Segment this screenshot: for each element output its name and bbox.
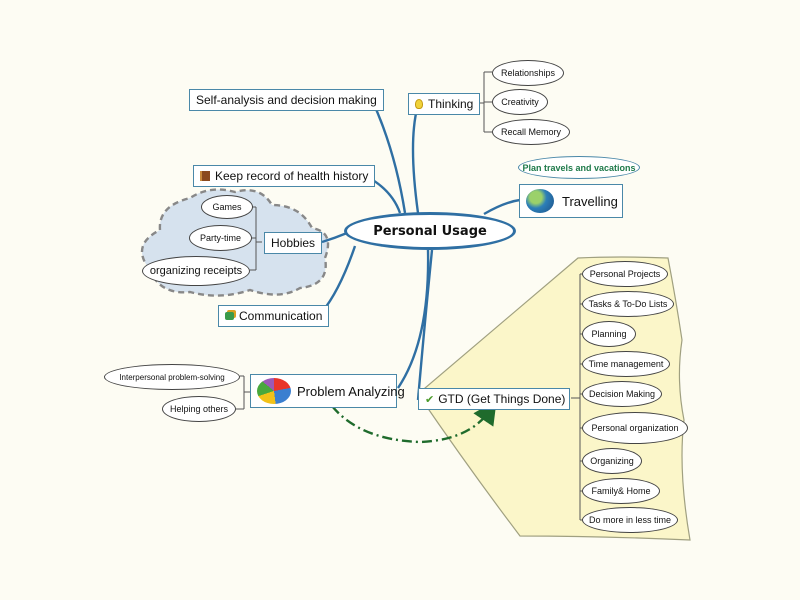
sub-branches — [236, 71, 582, 521]
central-topic-label: Personal Usage — [373, 223, 487, 239]
topic-self-analysis[interactable]: Self-analysis and decision making — [189, 89, 384, 111]
checkmark-icon: ✔ — [425, 393, 435, 406]
gtd-item-label: Organizing — [590, 456, 634, 466]
relation-arrow — [331, 400, 497, 444]
topic-gtd[interactable]: ✔ GTD (Get Things Done) — [418, 388, 570, 410]
topic-problem-analyzing-label: Problem Analyzing — [297, 383, 405, 399]
topic-thinking-label: Thinking — [428, 97, 474, 111]
hobbies-item[interactable]: organizing receipts — [142, 256, 250, 286]
gtd-item[interactable]: Do more in less time — [582, 507, 678, 533]
topic-self-analysis-label: Self-analysis and decision making — [196, 93, 377, 107]
hobbies-item-label: Games — [212, 202, 242, 212]
gtd-item[interactable]: Decision Making — [582, 381, 662, 407]
travelling-note: Plan travels and vacations — [518, 156, 640, 179]
gtd-item-label: Planning — [591, 329, 627, 339]
lightbulb-icon — [415, 99, 423, 109]
topic-health-label: Keep record of health history — [215, 169, 369, 183]
gtd-item[interactable]: Planning — [582, 321, 636, 347]
gtd-item[interactable]: Family& Home — [582, 478, 660, 504]
topic-gtd-label: GTD (Get Things Done) — [438, 392, 566, 406]
central-topic[interactable]: Personal Usage — [344, 212, 516, 250]
thinking-item[interactable]: Creativity — [492, 89, 548, 115]
gtd-item[interactable]: Tasks & To-Do Lists — [582, 291, 674, 317]
topic-travelling[interactable]: Travelling — [519, 184, 623, 218]
gtd-item-label: Personal organization — [591, 423, 679, 433]
problem-item-label: Helping others — [169, 404, 229, 414]
topic-travelling-label: Travelling — [562, 193, 618, 209]
gtd-item[interactable]: Personal organization — [582, 412, 688, 444]
gtd-item-label: Do more in less time — [588, 515, 672, 525]
topic-problem-analyzing[interactable]: Problem Analyzing — [250, 374, 405, 408]
chat-icon — [225, 312, 234, 320]
globe-icon — [526, 189, 554, 213]
topic-hobbies-label: Hobbies — [271, 236, 316, 250]
problem-item[interactable]: Interpersonal problem-solving — [104, 364, 240, 390]
topic-health[interactable]: Keep record of health history — [193, 165, 376, 187]
gtd-item[interactable]: Personal Projects — [582, 261, 668, 287]
travelling-note-label: Plan travels and vacations — [522, 162, 636, 173]
pie-chart-icon — [257, 378, 291, 404]
problem-item-label: Interpersonal problem-solving — [119, 372, 225, 382]
book-icon — [200, 171, 210, 181]
topic-communication[interactable]: Communication — [218, 305, 330, 327]
thinking-item-label: Recall Memory — [500, 127, 561, 137]
thinking-item-label: Relationships — [500, 68, 556, 78]
thinking-item[interactable]: Recall Memory — [492, 119, 570, 145]
gtd-item-label: Decision Making — [588, 389, 656, 399]
gtd-item-label: Time management — [588, 359, 664, 369]
gtd-item[interactable]: Time management — [582, 351, 670, 377]
hobbies-item-label: Party-time — [199, 233, 241, 243]
topic-thinking[interactable]: Thinking — [408, 93, 481, 115]
hobbies-item[interactable]: Games — [201, 195, 253, 219]
hobbies-item[interactable]: Party-time — [189, 225, 252, 251]
topic-communication-label: Communication — [239, 309, 323, 323]
thinking-item[interactable]: Relationships — [492, 60, 564, 86]
gtd-item-label: Tasks & To-Do Lists — [588, 299, 668, 309]
gtd-item-label: Personal Projects — [589, 269, 661, 279]
thinking-item-label: Creativity — [501, 97, 539, 107]
problem-item[interactable]: Helping others — [162, 396, 236, 422]
gtd-item[interactable]: Organizing — [582, 448, 642, 474]
topic-hobbies[interactable]: Hobbies — [264, 232, 323, 254]
gtd-item-label: Family& Home — [591, 486, 651, 496]
hobbies-item-label: organizing receipts — [149, 265, 243, 277]
